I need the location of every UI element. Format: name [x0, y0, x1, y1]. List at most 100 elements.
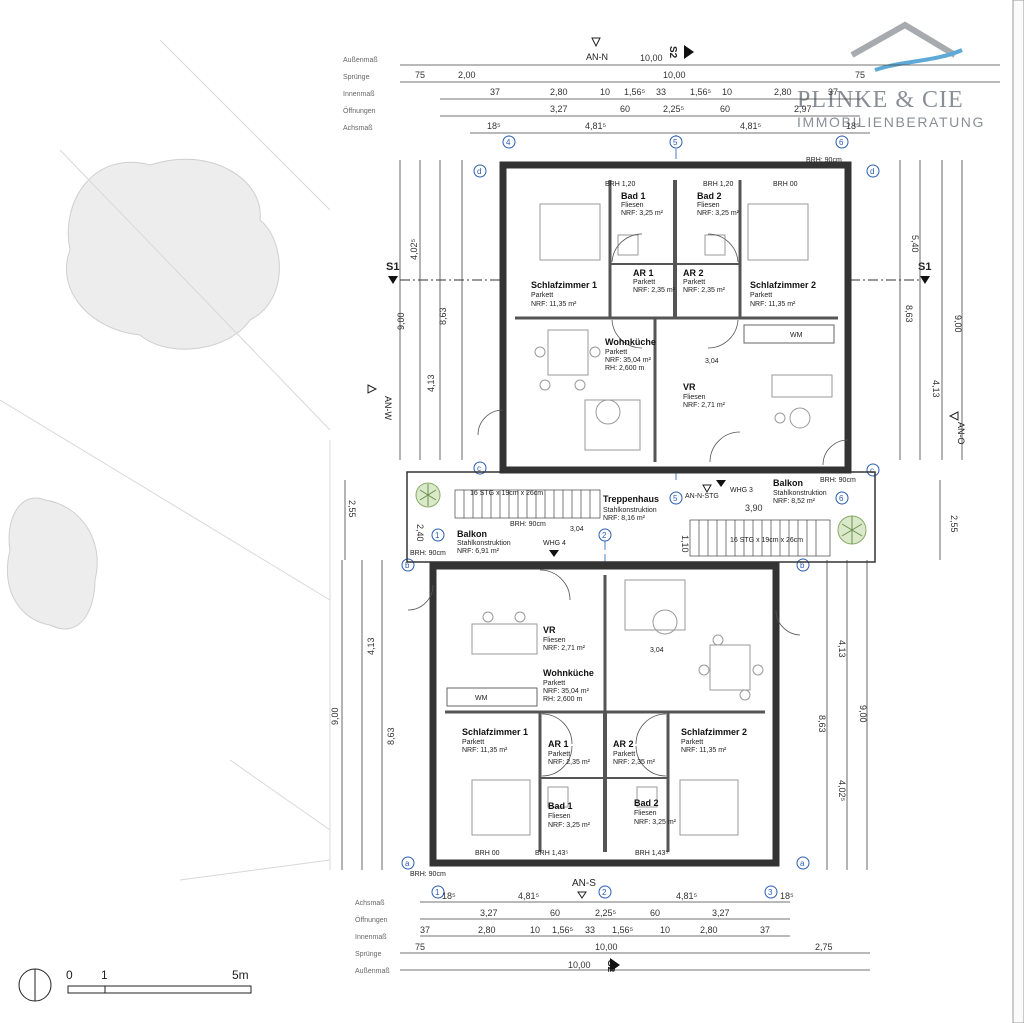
- room-bad-1: Bad 1 Fliesen NRF: 3,25 m²: [548, 801, 591, 829]
- room-bad-2: Bad 2 Fliesen NRF: 3,25 m²: [634, 798, 677, 826]
- dim-value: 60: [720, 104, 730, 114]
- dim-value: 4,13: [366, 637, 376, 655]
- axis-marker: 5: [669, 491, 683, 505]
- svg-text:Bad 1: Bad 1: [621, 191, 646, 201]
- svg-text:Fliesen: Fliesen: [634, 810, 657, 817]
- logo-line1: PLINKE & CIE: [797, 87, 964, 113]
- room-wohnkueche: Wohnküche Parkett NRF: 35,04 m² RH: 2,60…: [543, 668, 594, 703]
- axis-marker: d: [473, 164, 487, 178]
- svg-text:Schlafzimmer 1: Schlafzimmer 1: [531, 280, 597, 290]
- axis-marker: a: [796, 856, 810, 870]
- dim-value: 8,63: [438, 307, 448, 325]
- axis-marker: a: [401, 856, 415, 870]
- svg-text:6: 6: [839, 138, 844, 147]
- room-bad-1: Bad 1 Fliesen NRF: 3,25 m²: [621, 191, 664, 217]
- svg-text:Fliesen: Fliesen: [548, 813, 571, 820]
- room-ar-1: AR 1 Parkett NRF: 2,35 m²: [548, 739, 591, 766]
- dim-text-bottom: 18⁵ 4,81⁵ 4,81⁵ 18⁵ 3,27 60 2,25⁵ 60 3,2…: [415, 891, 833, 970]
- row-label: Öffnungen: [343, 107, 376, 115]
- axis-marker: b: [796, 558, 810, 572]
- svg-text:NRF: 2,35 m²: NRF: 2,35 m²: [548, 759, 591, 766]
- middle-zone: 16 STG x 19cm x 26cm 16 STG x 19cm x 26c…: [406, 471, 876, 563]
- stair-left: [454, 489, 601, 519]
- plant-right-icon: [837, 515, 867, 545]
- dim-value: 4,81⁵: [585, 121, 607, 131]
- axis-marker: 2: [598, 528, 612, 542]
- svg-text:Fliesen: Fliesen: [683, 394, 706, 401]
- dim-value: 37: [490, 87, 500, 97]
- svg-text:3: 3: [768, 888, 773, 897]
- dim-value: 5,40: [910, 235, 920, 253]
- svg-text:Wohnküche: Wohnküche: [605, 337, 656, 347]
- svg-text:Wohnküche: Wohnküche: [543, 668, 594, 678]
- dim-value: 1,56⁵: [552, 925, 574, 935]
- svg-text:RH: 2,600 m: RH: 2,600 m: [543, 696, 582, 703]
- axis-marker: c: [866, 463, 880, 477]
- svg-text:NRF: 3,25 m²: NRF: 3,25 m²: [697, 210, 740, 217]
- svg-text:NRF: 2,71 m²: NRF: 2,71 m²: [683, 402, 726, 409]
- washing-machine-label: WM: [790, 332, 803, 339]
- svg-text:4: 4: [506, 138, 511, 147]
- svg-text:Parkett: Parkett: [683, 279, 705, 286]
- lower-unit-furniture: [471, 579, 764, 836]
- dim-value: 9,00: [953, 315, 963, 333]
- dim-value: 10,00: [568, 960, 591, 970]
- dim-value: 2,55: [347, 500, 357, 518]
- svg-text:AR 1: AR 1: [548, 739, 569, 749]
- axis-marker: 1: [431, 528, 445, 542]
- dim-value: 18⁵: [442, 891, 456, 901]
- svg-text:Parkett: Parkett: [462, 739, 484, 746]
- dim-value: 8,63: [904, 305, 914, 323]
- svg-text:c: c: [477, 464, 481, 473]
- svg-text:Parkett: Parkett: [633, 279, 655, 286]
- dim-value: 37: [420, 925, 430, 935]
- dim-value: 10,00: [663, 70, 686, 80]
- dim-value: 18⁵: [487, 121, 501, 131]
- dim-value: 10: [530, 925, 540, 935]
- dim-value: 75: [415, 70, 425, 80]
- svg-text:NRF: 2,35 m²: NRF: 2,35 m²: [683, 287, 726, 294]
- row-label: Sprünge: [355, 951, 382, 958]
- dim-value: 3,27: [480, 908, 498, 918]
- svg-text:BRH: 90cm: BRH: 90cm: [410, 871, 446, 878]
- dim-value: 3,27: [712, 908, 730, 918]
- axis-marker: 4: [502, 135, 516, 149]
- room-bad-2: Bad 2 Fliesen NRF: 3,25 m²: [697, 191, 740, 217]
- svg-text:AR 1: AR 1: [633, 268, 654, 278]
- upper-unit-walls: WM: [499, 161, 852, 474]
- svg-text:Balkon: Balkon: [457, 529, 487, 539]
- lower-brh-labels: BRH 00 BRH 1,43⁵ BRH 1,43⁵ BRH: 90cm: [410, 850, 668, 878]
- svg-text:BRH 1,20: BRH 1,20: [605, 181, 635, 188]
- dim-value: 9,00: [330, 707, 340, 725]
- unit-label: WHG 4: [543, 540, 566, 547]
- svg-text:Fliesen: Fliesen: [543, 637, 566, 644]
- roof-icon: [850, 21, 957, 58]
- svg-text:Stahlkonstruktion: Stahlkonstruktion: [457, 540, 511, 547]
- stair-right: [689, 519, 831, 557]
- dim-value: 3,27: [550, 104, 568, 114]
- svg-text:NRF: 11,35 m²: NRF: 11,35 m²: [531, 301, 577, 308]
- dim-value: 9,00: [396, 312, 406, 330]
- plant-left-icon: [415, 482, 441, 508]
- dim-value: 4,81⁵: [676, 891, 698, 901]
- dim-value: 75: [415, 942, 425, 952]
- row-label: Innenmaß: [343, 91, 375, 98]
- upper-unit-doors: [477, 233, 849, 466]
- dim-value: 3,90: [745, 503, 763, 513]
- dim-value: 1,56⁵: [624, 87, 646, 97]
- svg-text:NRF: 3,25 m²: NRF: 3,25 m²: [548, 822, 591, 829]
- row-label: Achsmaß: [355, 900, 385, 907]
- dim-value: 2,55: [949, 515, 959, 533]
- dim-value: 4,02⁵: [409, 238, 419, 260]
- dim-value: 60: [620, 104, 630, 114]
- dim-value: 9,00: [858, 705, 868, 723]
- svg-text:NRF: 11,35 m²: NRF: 11,35 m²: [681, 747, 727, 754]
- dim-value: 8,63: [817, 715, 827, 733]
- balkon-left: Balkon Stahlkonstruktion NRF: 6,91 m²: [457, 529, 511, 555]
- dim-value: 37: [760, 925, 770, 935]
- upper-unit-rooms: Bad 1 Fliesen NRF: 3,25 m² Bad 2 Fliesen…: [531, 191, 816, 494]
- svg-text:NRF: 35,04 m²: NRF: 35,04 m²: [543, 688, 590, 695]
- logo-line2: IMMOBILIENBERATUNG: [797, 114, 985, 130]
- svg-text:RH: 2,600 m: RH: 2,600 m: [605, 365, 644, 372]
